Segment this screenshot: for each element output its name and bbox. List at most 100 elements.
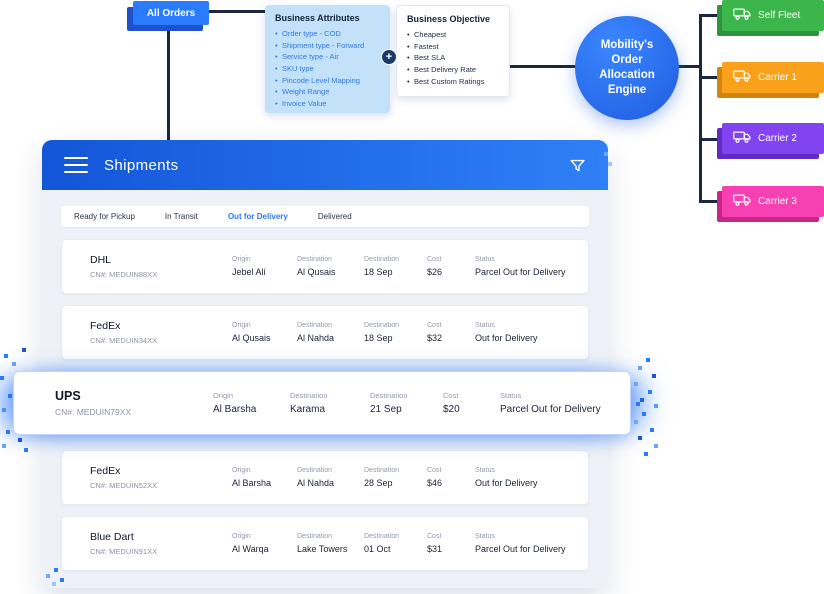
filter-icon[interactable]	[569, 157, 586, 174]
status-value: Out for Delivery	[475, 333, 538, 343]
shipment-card[interactable]: FedEx CN#: MEDUIN52XX Origin Al Barsha D…	[61, 450, 589, 505]
carrier-name: FedEx	[90, 465, 121, 477]
connector-carriers-trunk	[699, 14, 702, 203]
origin-value: Al Barsha	[213, 404, 257, 415]
list-item: Weight Range	[275, 86, 380, 98]
cost-label: Cost	[427, 256, 442, 263]
page-title: Shipments	[104, 156, 179, 174]
cn-number: CN#: MEDUIN79XX	[55, 407, 132, 417]
list-item: Invoice Value	[275, 98, 380, 110]
cost-value: $32	[427, 333, 443, 343]
cost-value: $26	[427, 267, 443, 277]
status-label: Status	[475, 467, 495, 474]
shipment-card[interactable]: Blue Dart CN#: MEDUIN91XX Origin Al Warq…	[61, 516, 589, 571]
business-attributes-list: Order type - COD Shipment type - Forward…	[275, 28, 380, 109]
cost-value: $20	[443, 404, 460, 415]
shipment-card[interactable]: FedEx CN#: MEDUIN34XX Origin Al Qusais D…	[61, 305, 589, 360]
list-item: Best Custom Ratings	[407, 76, 499, 88]
all-orders-button[interactable]: All Orders	[133, 1, 209, 25]
list-item: Best SLA	[407, 52, 499, 64]
truck-icon	[733, 130, 751, 147]
cost-label: Cost	[427, 322, 442, 329]
business-attributes-title: Business Attributes	[275, 13, 360, 23]
destination-label: Destination	[297, 467, 333, 474]
origin-label: Origin	[213, 391, 234, 400]
menu-icon[interactable]	[64, 156, 88, 174]
origin-label: Origin	[232, 256, 251, 263]
destination-label: Destination	[290, 391, 328, 400]
destination-date-label: Destination	[364, 322, 400, 329]
origin-label: Origin	[232, 322, 251, 329]
destination-date-label: Destination	[364, 256, 400, 263]
destination-value: Al Qusais	[297, 267, 336, 277]
origin-value: Al Qusais	[232, 333, 271, 343]
shipments-body: Ready for Pickup In Transit Out for Deli…	[42, 206, 608, 571]
origin-value: Jebel Ali	[232, 267, 266, 277]
destination-date-value: 18 Sep	[364, 333, 393, 343]
shipments-window: Shipments Ready for Pickup In Transit Ou…	[42, 140, 608, 588]
shipment-card-featured[interactable]: UPS CN#: MEDUIN79XX Origin Al Barsha Des…	[14, 372, 630, 434]
business-objective-title: Business Objective	[407, 14, 491, 24]
connector-carrier3	[701, 200, 722, 203]
destination-date-value: 21 Sep	[370, 404, 402, 415]
carrier-name: UPS	[55, 389, 81, 403]
list-item: SKU type	[275, 63, 380, 75]
connector-selffleet	[701, 14, 722, 17]
list-item: Service type - Air	[275, 51, 380, 63]
cn-number: CN#: MEDUIN88XX	[90, 270, 158, 279]
destination-value: Karama	[290, 404, 326, 415]
carrier-label: Self Fleet	[758, 10, 801, 21]
business-attributes-panel: Business Attributes Order type - COD Shi…	[265, 5, 390, 113]
connector-engine-trunk	[678, 65, 702, 68]
connector-carrier1	[701, 76, 722, 79]
carrier-label: Carrier 2	[758, 133, 797, 144]
tab-ready-for-pickup[interactable]: Ready for Pickup	[74, 212, 135, 221]
destination-label: Destination	[297, 322, 333, 329]
connector-allorders-window	[167, 24, 170, 141]
truck-icon	[733, 7, 751, 24]
origin-label: Origin	[232, 467, 251, 474]
status-value: Parcel Out for Delivery	[500, 404, 601, 415]
cn-number: CN#: MEDUIN91XX	[90, 547, 158, 556]
status-label: Status	[475, 533, 495, 540]
list-item: Fastest	[407, 41, 499, 53]
plus-icon: +	[381, 49, 397, 65]
status-label: Status	[475, 322, 495, 329]
destination-date-label: Destination	[370, 391, 408, 400]
glitch-noise	[598, 146, 602, 150]
carrier1-button[interactable]: Carrier 1	[722, 62, 824, 93]
truck-icon	[733, 193, 751, 210]
connector-carrier2	[701, 138, 722, 141]
list-item: Cheapest	[407, 29, 499, 41]
carrier-name: DHL	[90, 254, 112, 266]
status-value: Parcel Out for Delivery	[475, 544, 566, 554]
tab-delivered[interactable]: Delivered	[317, 212, 352, 221]
tab-out-for-delivery[interactable]: Out for Delivery	[227, 212, 288, 221]
allocation-engine-node: Mobility's Order Allocation Engine	[575, 16, 679, 120]
tab-in-transit[interactable]: In Transit	[164, 212, 198, 221]
carrier-label: Carrier 1	[758, 72, 797, 83]
carrier2-button[interactable]: Carrier 2	[722, 123, 824, 154]
list-item: Order type - COD	[275, 28, 380, 40]
carrier3-button[interactable]: Carrier 3	[722, 186, 824, 217]
status-value: Parcel Out for Delivery	[475, 267, 566, 277]
destination-date-value: 01 Oct	[364, 544, 391, 554]
destination-label: Destination	[297, 533, 333, 540]
glitch-noise	[636, 402, 640, 406]
origin-label: Origin	[232, 533, 251, 540]
destination-date-label: Destination	[364, 533, 400, 540]
status-label: Status	[475, 256, 495, 263]
tab-bar: Ready for Pickup In Transit Out for Deli…	[61, 206, 589, 227]
carrier-name: Blue Dart	[90, 531, 134, 543]
glitch-noise	[54, 568, 58, 572]
origin-value: Al Warqa	[232, 544, 269, 554]
carrier-label: Carrier 3	[758, 196, 797, 207]
allocation-engine-label: Mobility's Order Allocation Engine	[599, 39, 655, 96]
destination-value: Lake Towers	[297, 544, 348, 554]
cost-value: $31	[427, 544, 443, 554]
list-item: Shipment type - Forward	[275, 40, 380, 52]
shipment-card[interactable]: DHL CN#: MEDUIN88XX Origin Jebel Ali Des…	[61, 239, 589, 294]
destination-date-value: 18 Sep	[364, 267, 393, 277]
self-fleet-button[interactable]: Self Fleet	[722, 0, 824, 31]
